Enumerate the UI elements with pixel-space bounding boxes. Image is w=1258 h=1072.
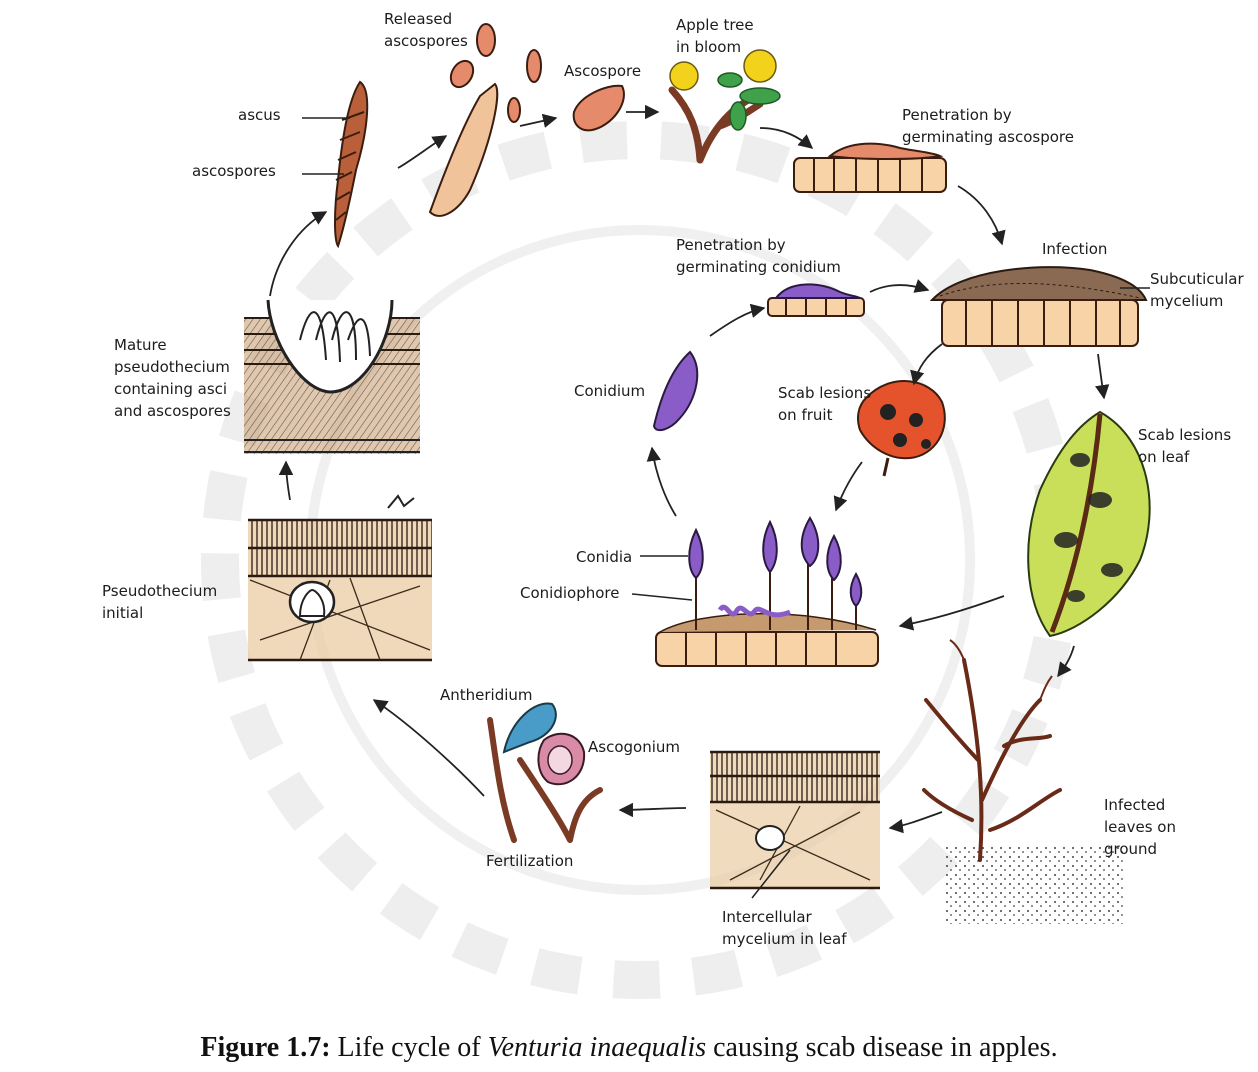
- caption-prefix: Figure 1.7:: [200, 1032, 330, 1063]
- label-pseudothecium-initial: Pseudotheciuminitial: [102, 580, 217, 624]
- label-intercellular-mycelium: Intercellularmycelium in leaf: [722, 906, 847, 950]
- figure-caption: Figure 1.7: Life cycle of Venturia inaeq…: [0, 1032, 1258, 1064]
- released-ascospores-drawing: [430, 24, 541, 216]
- caption-species: Venturia inaequalis: [488, 1032, 707, 1063]
- label-penetration-conidium: Penetration bygerminating conidium: [676, 234, 841, 278]
- label-antheridium: Antheridium: [440, 684, 533, 706]
- fertilization-drawing: [490, 704, 600, 840]
- conidium-penetration-cells: [768, 284, 864, 316]
- label-conidium: Conidium: [574, 380, 645, 402]
- pseudothecium-initial-drawing: [248, 496, 432, 660]
- label-conidiophore: Conidiophore: [520, 582, 619, 604]
- label-ascogonium: Ascogonium: [588, 736, 680, 758]
- label-ascus: ascus: [238, 104, 281, 126]
- conidium-drawing: [654, 352, 697, 430]
- label-apple-tree: Apple treein bloom: [676, 14, 754, 58]
- label-penetration-ascospore: Penetration bygerminating ascospore: [902, 104, 1074, 148]
- label-ascospores: ascospores: [192, 160, 276, 182]
- bare-tree-drawing: [924, 640, 1124, 924]
- label-scab-leaf: Scab lesionson leaf: [1138, 424, 1231, 468]
- caption-text-before: Life cycle of: [338, 1032, 481, 1063]
- caption-text-after: causing scab disease in apples.: [713, 1032, 1057, 1063]
- label-scab-fruit: Scab lesionson fruit: [778, 382, 871, 426]
- label-subcuticular-mycelium: Subcuticularmycelium: [1150, 268, 1244, 312]
- label-ascospore: Ascospore: [564, 60, 641, 82]
- label-fertilization: Fertilization: [486, 850, 573, 872]
- label-mature-pseudothecium: Maturepseudotheciumcontaining asciand as…: [114, 334, 231, 422]
- intercellular-mycelium-drawing: [710, 752, 880, 898]
- label-infected-leaves: Infectedleaves onground: [1104, 794, 1176, 860]
- label-released-ascospores: Releasedascospores: [384, 8, 468, 52]
- conidiophore-tissue: [632, 518, 878, 666]
- ascospore-penetration-cells: [794, 144, 946, 192]
- mature-pseudothecium-drawing: [244, 300, 420, 454]
- label-conidia: Conidia: [576, 546, 632, 568]
- label-infection: Infection: [1042, 238, 1107, 260]
